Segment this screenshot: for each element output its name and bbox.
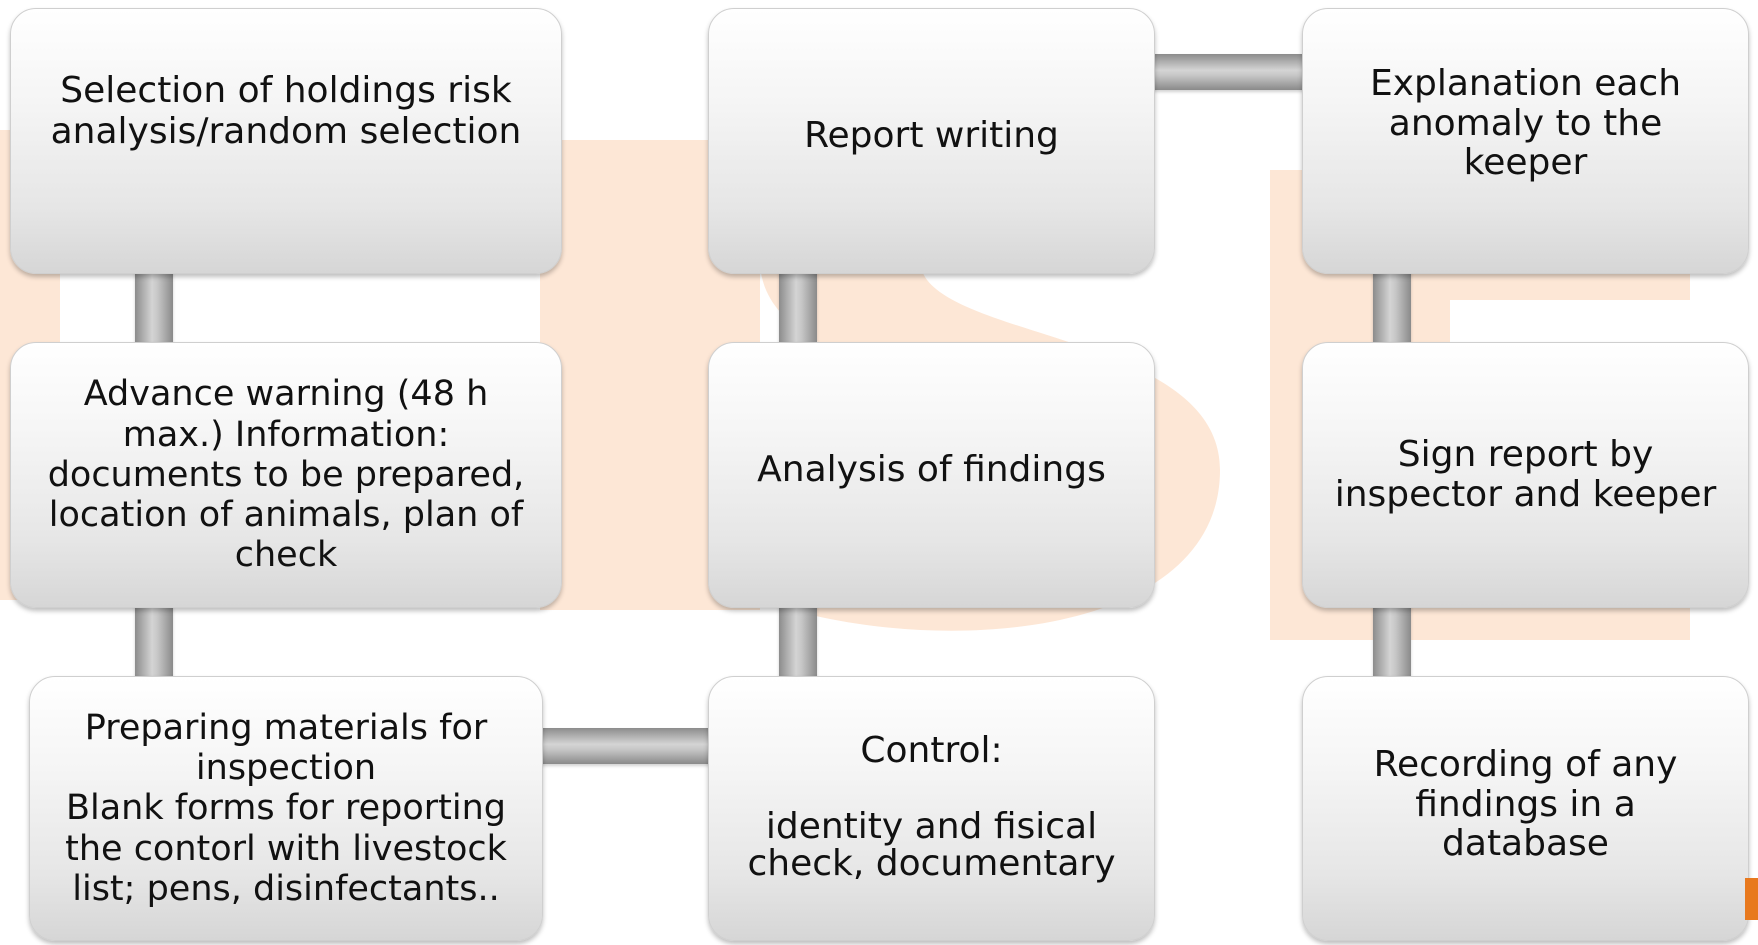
connector-preparing-control <box>540 728 720 764</box>
connector-sign-recording <box>1373 600 1411 685</box>
connector-analysis-report <box>779 265 817 355</box>
box-sign-report: Sign report by inspector and keeper <box>1302 342 1749 608</box>
box-preparing-materials: Preparing materials for inspection Blank… <box>29 676 543 941</box>
connector-explanation-sign <box>1373 265 1411 355</box>
slide-number-accent <box>1745 878 1758 920</box>
connector-report-explanation <box>1150 54 1310 90</box>
box-advance-warning: Advance warning (48 h max.) Information:… <box>10 342 562 608</box>
connector-advance-preparing <box>135 600 173 685</box>
box-selection-of-holdings: Selection of holdings risk analysis/rand… <box>10 8 562 274</box>
box-recording-findings: Recording of any findings in a database <box>1302 676 1749 941</box>
box-analysis-of-findings: Analysis of findings <box>708 342 1155 608</box>
box-explanation-anomaly: Explanation each anomaly to the keeper <box>1302 8 1749 274</box>
box-report-writing: Report writing <box>708 8 1155 274</box>
connector-control-analysis <box>779 600 817 685</box>
connector-selection-advance <box>135 265 173 355</box>
box-control: Control: identity and fisical check, doc… <box>708 676 1155 941</box>
